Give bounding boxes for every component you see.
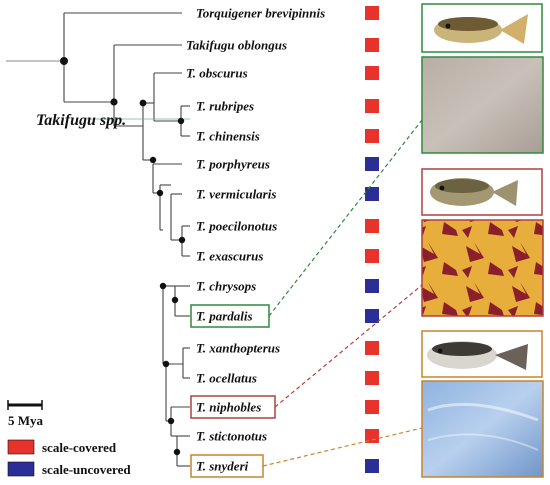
trait-state-column xyxy=(365,6,379,473)
node-dot-porphyreus-clade xyxy=(149,156,157,164)
taxon-label-t-xanthopterus: T. xanthopterus xyxy=(196,341,280,356)
trait-box-takifugu-oblongus xyxy=(365,38,379,52)
node-dot-vermicularis-clade xyxy=(156,189,164,197)
trait-box-t-snyderi xyxy=(365,459,379,473)
legend-label-uncovered: scale-uncovered xyxy=(42,462,131,477)
taxon-label-takifugu-oblongus: Takifugu oblongus xyxy=(186,38,287,53)
connector-pardalis xyxy=(268,119,423,317)
taxon-label-t-stictonotus: T. stictonotus xyxy=(196,429,267,444)
trait-box-t-ocellatus xyxy=(365,371,379,385)
node-dot-niphobles-clade xyxy=(167,417,175,425)
node-dot-rubripes-chinensis xyxy=(177,117,185,125)
node-dot-obscurus-clade xyxy=(139,99,147,107)
legend-swatch-covered xyxy=(7,439,35,455)
scale-bar-label: 5 Mya xyxy=(8,413,44,428)
photo-snyderi-skin xyxy=(421,380,544,478)
scale-bar: 5 Mya xyxy=(7,400,44,428)
taxon-label-t-rubripes: T. rubripes xyxy=(196,99,254,114)
taxon-label-t-porphyreus: T. porphyreus xyxy=(196,157,270,172)
node-dot-chrysops-pardalis xyxy=(171,296,179,304)
node-dot-root xyxy=(60,57,68,65)
legend: scale-covered scale-uncovered xyxy=(7,439,131,477)
legend-swatch-uncovered xyxy=(7,461,35,477)
taxon-label-t-pardalis: T. pardalis xyxy=(196,309,253,324)
trait-box-t-exascurus xyxy=(365,249,379,263)
connector-snyderi xyxy=(262,427,423,467)
trait-box-t-poecilonotus xyxy=(365,219,379,233)
taxon-label-torquigener-brevipinnis: Torquigener brevipinnis xyxy=(196,6,325,21)
connector-niphobles xyxy=(274,284,423,408)
photo-pardalis-fish xyxy=(421,3,543,53)
trait-box-t-pardalis xyxy=(365,309,379,323)
taxon-label-t-ocellatus: T. ocellatus xyxy=(196,371,257,386)
taxon-label-t-vermicularis: T. vermicularis xyxy=(196,187,276,202)
node-dot-xanthopterus-ocellatus xyxy=(162,360,170,368)
node-dot-poecilonotus-exascurus xyxy=(178,236,186,244)
trait-box-t-xanthopterus xyxy=(365,341,379,355)
node-dot-takifugu xyxy=(110,98,118,106)
taxon-label-t-poecilonotus: T. poecilonotus xyxy=(196,219,277,234)
trait-box-torquigener-brevipinnis xyxy=(365,6,379,20)
node-dot-stictonotus-snyderi xyxy=(173,448,181,456)
trait-box-t-vermicularis xyxy=(365,187,379,201)
trait-box-t-obscurus xyxy=(365,66,379,80)
node-markers xyxy=(60,57,186,456)
taxon-label-t-chinensis: T. chinensis xyxy=(196,129,260,144)
taxon-label-t-niphobles: T. niphobles xyxy=(196,400,261,415)
trait-box-t-niphobles xyxy=(365,400,379,414)
taxon-label-t-obscurus: T. obscurus xyxy=(186,66,248,81)
taxon-label-t-exascurus: T. exascurus xyxy=(196,249,263,264)
legend-label-covered: scale-covered xyxy=(42,440,117,455)
photo-niphobles-fish xyxy=(421,168,543,216)
node-dot-lower-clade xyxy=(159,282,167,290)
trait-box-t-rubripes xyxy=(365,99,379,113)
trait-box-t-chrysops xyxy=(365,279,379,293)
taxon-label-t-snyderi: T. snyderi xyxy=(196,459,249,474)
taxon-label-t-chrysops: T. chrysops xyxy=(196,279,256,294)
photo-niphobles-skin xyxy=(421,219,544,317)
photo-pardalis-skin xyxy=(421,56,544,154)
trait-box-t-porphyreus xyxy=(365,157,379,171)
tree-branches xyxy=(6,12,190,467)
photo-snyderi-fish xyxy=(421,330,543,378)
genus-label: Takifugu spp. xyxy=(36,112,126,129)
trait-box-t-chinensis xyxy=(365,129,379,143)
